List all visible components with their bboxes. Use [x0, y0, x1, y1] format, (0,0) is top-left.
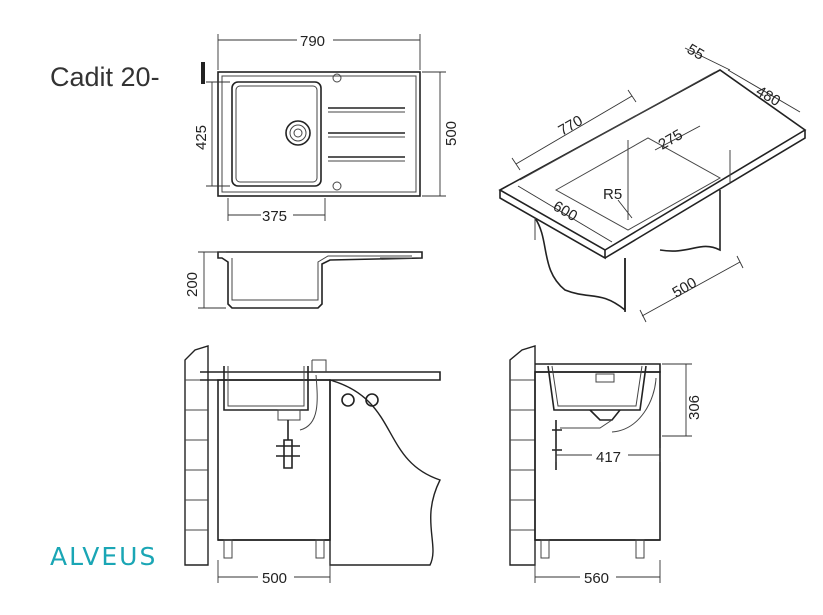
dim-bowl-width-label: 375 — [262, 208, 287, 225]
dim-iso-rim — [684, 47, 731, 71]
side-view — [509, 345, 661, 566]
isometric-view — [498, 69, 807, 312]
dim-iso-radius — [617, 199, 633, 219]
dim-bowl-height — [198, 251, 226, 309]
dim-iso-cabinet — [639, 255, 744, 323]
dim-front-cabinet — [217, 560, 331, 585]
front-view — [184, 345, 441, 566]
dim-side-height — [662, 363, 692, 437]
dim-iso-bowl-inner — [654, 125, 701, 151]
dim-iso-rim-label: 55 — [684, 41, 707, 64]
title-sink-icon — [201, 62, 205, 84]
dim-iso-drainer — [727, 69, 801, 113]
section-view — [217, 251, 423, 309]
dim-iso-bowl-inner-label: 275 — [656, 126, 686, 153]
dim-top-depth — [422, 71, 446, 197]
dim-front-cabinet-label: 500 — [262, 570, 287, 587]
product-title: Cadit 20- — [50, 62, 160, 92]
top-view — [217, 71, 421, 197]
dim-side-height-label: 306 — [686, 395, 703, 420]
dim-side-cabinet — [534, 560, 661, 585]
dim-top-width-label: 790 — [300, 33, 325, 50]
dim-top-depth-label: 500 — [443, 121, 460, 146]
dim-bowl-depth-label: 425 — [193, 125, 210, 150]
dim-bowl-height-label: 200 — [184, 272, 201, 297]
dim-iso-length — [511, 89, 637, 171]
brand-logo: ALVEUS — [50, 542, 157, 571]
dim-iso-radius-label: R5 — [603, 186, 622, 203]
dim-top-width — [217, 32, 421, 70]
dim-side-cabinet-label: 560 — [584, 570, 609, 587]
dim-iso-cabinet-label: 500 — [670, 274, 700, 301]
dim-bowl-width — [227, 198, 326, 223]
dim-bowl-depth — [206, 81, 230, 187]
dim-side-drain — [555, 447, 661, 463]
dim-iso-length-label: 770 — [556, 112, 586, 139]
dim-iso-width — [517, 185, 613, 243]
dim-side-drain-label: 417 — [596, 449, 621, 466]
